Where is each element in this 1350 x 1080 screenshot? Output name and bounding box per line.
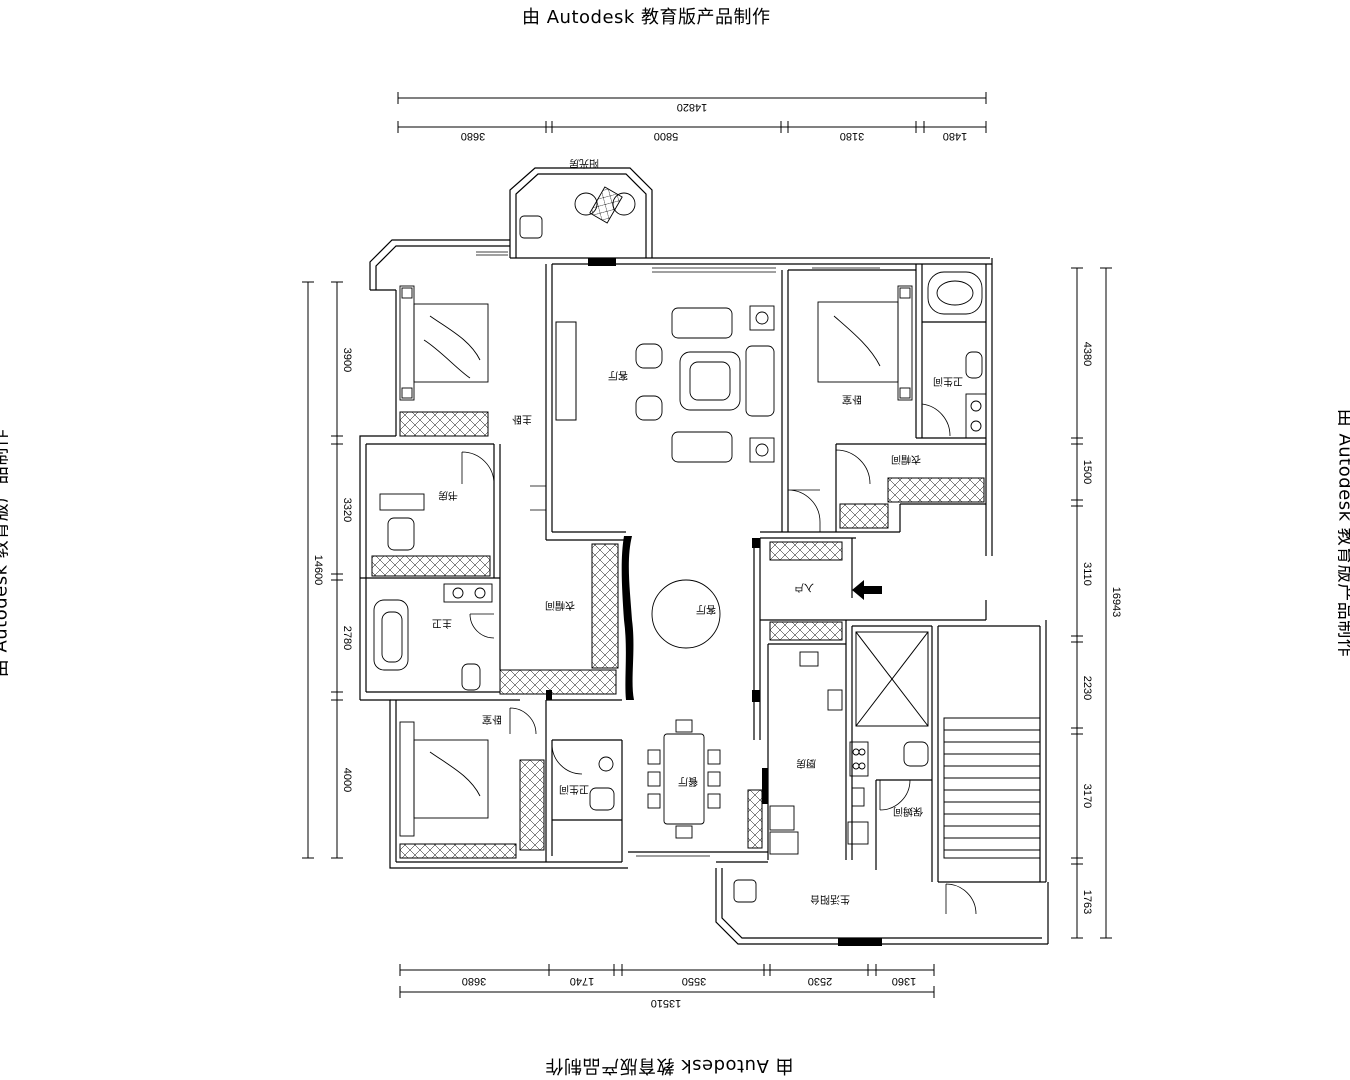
label-dining: 餐厅: [678, 775, 698, 788]
dim-bottom-seg-3: 3550: [682, 975, 706, 987]
dim-bottom-seg-1: 3680: [462, 975, 486, 987]
label-kitchen: 厨房: [796, 757, 816, 770]
dim-right-total: 16943: [1110, 587, 1122, 618]
wall-columns: [546, 258, 882, 946]
label-hall: 客厅: [696, 603, 716, 616]
dim-bottom-seg-2: 1740: [570, 975, 594, 987]
dim-bottom-total: 13510: [651, 997, 682, 1009]
dim-top-seg-4: 1480: [943, 130, 967, 142]
furniture: [373, 186, 987, 903]
dim-bottom-seg-4: 2530: [808, 975, 832, 987]
label-living: 客厅: [608, 369, 628, 382]
label-main-bath: 主卫: [432, 617, 452, 629]
room-labels: 阳光房 客厅 主卧 书房 主卫 衣帽间 卧室 卫生间 卧室 卫生间 衣帽间 入户…: [432, 157, 963, 906]
label-bedroom-left: 卧室: [482, 713, 502, 726]
doors: [461, 403, 977, 915]
staircase: [855, 631, 1041, 859]
wardrobes: [371, 321, 985, 859]
label-sunroom: 阳光房: [569, 157, 599, 170]
label-bath-right: 卫生间: [933, 375, 963, 388]
dim-right-seg-5: 3170: [1081, 784, 1093, 808]
dim-left-total: 14600: [312, 555, 324, 586]
label-maid: 保姆间: [893, 805, 923, 818]
dim-right-seg-6: 1763: [1081, 890, 1093, 914]
dim-top-total: 14820: [677, 101, 708, 113]
dim-right-seg-2: 1500: [1081, 460, 1093, 484]
watermark-top: 由 Autodesk 教育版产品制作: [522, 7, 771, 28]
dim-right-seg-1: 4380: [1081, 342, 1093, 366]
entry-arrow-icon: [852, 580, 882, 600]
dim-right-seg-3: 3110: [1081, 562, 1093, 586]
dim-right-seg-4: 2230: [1081, 676, 1093, 700]
label-cloakroom-left: 衣帽间: [545, 599, 575, 612]
dim-top-seg-1: 3680: [461, 130, 485, 142]
label-master-bedroom: 主卧: [512, 413, 532, 426]
label-foyer: 入户: [794, 581, 814, 594]
dimension-lines: [302, 92, 1112, 998]
label-study: 书房: [438, 489, 458, 502]
windows: [476, 251, 1020, 939]
dim-top-seg-3: 3180: [840, 130, 864, 142]
dim-top-seg-2: 5800: [654, 130, 678, 142]
dim-left-seg-2: 3320: [341, 498, 353, 522]
dim-left-seg-1: 3900: [341, 348, 353, 372]
dim-left-seg-3: 2780: [341, 626, 353, 650]
dim-left-seg-4: 4000: [341, 768, 353, 792]
label-bath-left: 卫生间: [559, 783, 589, 796]
label-cloakroom-right: 衣帽间: [891, 453, 921, 466]
dim-bottom-seg-5: 1360: [892, 975, 916, 987]
dimension-labels: 14820 3680 5800 3180 1480 3680 1740 3550…: [312, 101, 1122, 1009]
label-bedroom-right: 卧室: [842, 393, 862, 406]
label-service-balcony: 生活阳台: [810, 893, 850, 906]
